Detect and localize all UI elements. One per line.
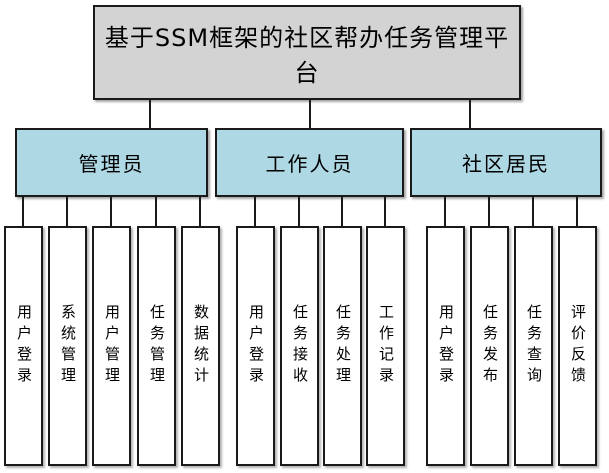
- leaf-resident-task-publish: 任务发布: [470, 226, 509, 466]
- leaf-admin-user-login-label: 用户登录: [15, 304, 33, 388]
- root-box: 基于SSM框架的社区帮办任务管理平台: [93, 5, 521, 100]
- leaf-staff-task-receive: 任务接收: [280, 226, 319, 466]
- connector-staff-task-receive: [298, 197, 300, 226]
- leaf-resident-user-login: 用户登录: [426, 226, 465, 466]
- group-staff-label: 工作人员: [265, 152, 354, 176]
- leaf-resident-user-login-label: 用户登录: [437, 304, 455, 388]
- connector-admin-user-login: [22, 197, 24, 226]
- root-title: 基于SSM框架的社区帮办任务管理平台: [104, 23, 510, 87]
- leaf-admin-data-statistics-label: 数据统计: [192, 304, 210, 388]
- connector-admin-task-mgmt: [155, 197, 157, 226]
- leaf-admin-system-management: 系统管理: [48, 226, 87, 466]
- leaf-admin-data-statistics: 数据统计: [181, 226, 220, 466]
- group-resident-box: 社区居民: [410, 128, 602, 197]
- leaf-staff-user-login-label: 用户登录: [247, 304, 265, 388]
- leaf-resident-feedback: 评价反馈: [558, 226, 597, 466]
- leaf-staff-work-record-label: 工作记录: [377, 304, 395, 388]
- leaf-resident-feedback-label: 评价反馈: [569, 304, 587, 388]
- leaf-admin-task-management-label: 任务管理: [148, 304, 166, 388]
- leaf-resident-task-query-label: 任务查询: [525, 304, 543, 388]
- connector-staff-work-record: [384, 197, 386, 226]
- leaf-resident-task-query: 任务查询: [514, 226, 553, 466]
- connector-resident-user-login: [444, 197, 446, 226]
- connector-resident-task-query: [532, 197, 534, 226]
- connector-resident-feedback: [576, 197, 578, 226]
- leaf-admin-user-management-label: 用户管理: [103, 304, 121, 388]
- group-resident-label: 社区居民: [462, 152, 550, 176]
- connector-admin-system-mgmt: [66, 197, 68, 226]
- leaf-staff-work-record: 工作记录: [366, 226, 405, 466]
- leaf-staff-task-process: 任务处理: [323, 226, 362, 466]
- connector-staff-user-login: [254, 197, 256, 226]
- group-admin-label: 管理员: [78, 152, 145, 176]
- connector-root-group-staff: [309, 100, 311, 128]
- connector-root-group-admin: [149, 100, 151, 128]
- connector-admin-data-stats: [199, 197, 201, 226]
- connector-admin-user-mgmt: [110, 197, 112, 226]
- group-staff-box: 工作人员: [215, 128, 404, 197]
- leaf-admin-user-login: 用户登录: [4, 226, 43, 466]
- leaf-staff-task-receive-label: 任务接收: [291, 304, 309, 388]
- connector-staff-task-process: [341, 197, 343, 226]
- group-admin-box: 管理员: [15, 128, 208, 197]
- connector-root-group-resident: [469, 100, 471, 128]
- leaf-staff-user-login: 用户登录: [236, 226, 275, 466]
- connector-resident-task-publish: [488, 197, 490, 226]
- leaf-resident-task-publish-label: 任务发布: [481, 304, 499, 388]
- leaf-admin-system-management-label: 系统管理: [59, 304, 77, 388]
- leaf-admin-task-management: 任务管理: [137, 226, 176, 466]
- leaf-staff-task-process-label: 任务处理: [334, 304, 352, 388]
- leaf-admin-user-management: 用户管理: [92, 226, 131, 466]
